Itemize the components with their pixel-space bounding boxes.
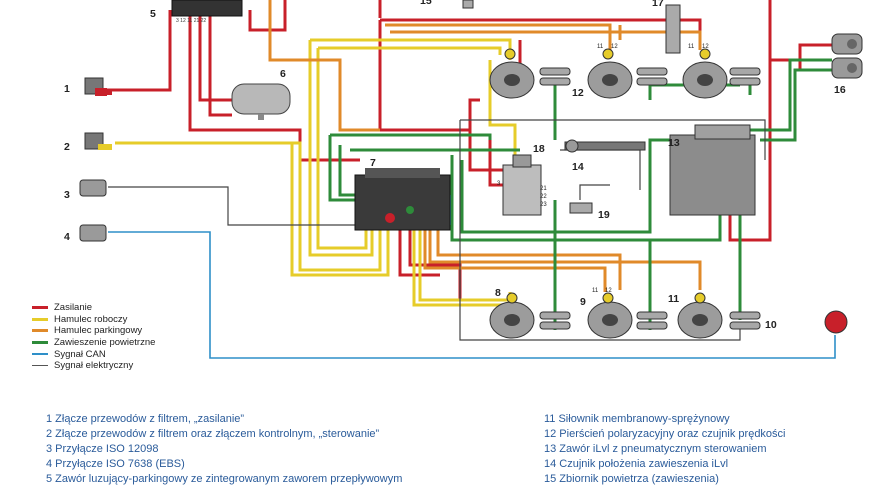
brake-drum-top-2	[587, 61, 633, 99]
caption: 11 Siłownik membranowy-sprężynowy	[544, 413, 730, 425]
park-release-valve: 3 12 11 21 22	[171, 0, 243, 24]
number-1: 1	[64, 83, 70, 95]
number-13: 13	[668, 137, 680, 149]
legend-item: Zawieszenie powietrzne	[32, 337, 155, 349]
caption: 1 Złącze przewodów z filtrem, „zasilanie…	[46, 413, 245, 425]
height-sensor	[564, 139, 646, 153]
number-2: 2	[64, 141, 70, 153]
port-21: 21	[540, 186, 547, 192]
brake-chambers	[504, 48, 711, 304]
legend-item: Sygnał CAN	[32, 348, 155, 360]
port-11a: 11	[597, 44, 604, 50]
port-11b: 11	[688, 44, 695, 50]
brake-drum-bottom-2	[587, 301, 633, 339]
number-7: 7	[370, 157, 376, 169]
captions-left: 1 Złącze przewodów z filtrem, „zasilanie…	[46, 412, 402, 487]
tank-valve-15	[462, 0, 474, 9]
port-23: 23	[540, 202, 547, 208]
ports-16	[831, 33, 863, 79]
number-8: 8	[495, 287, 501, 299]
legend-swatch	[32, 306, 48, 310]
legend-label: Hamulec parkingowy	[54, 325, 143, 337]
connector-2	[84, 132, 112, 150]
caption: 13 Zawór iLvl z pneumatycznym sterowanie…	[544, 443, 767, 455]
ebs-modulator	[354, 168, 451, 231]
port-labels: 11 12 11 12 11 12 3 21 22 23	[497, 44, 709, 294]
caption: 3 Przyłącze ISO 12098	[46, 443, 159, 455]
brake-drum-bottom-1	[489, 301, 535, 339]
parking-brake-lines	[268, 0, 702, 292]
connector-1	[84, 77, 112, 96]
legend-swatch	[32, 341, 48, 345]
relay-valve	[502, 154, 542, 216]
air-bags	[539, 67, 761, 330]
port-12a: 12	[611, 44, 618, 50]
port-11c: 11	[592, 288, 599, 294]
legend-item: Hamulec parkingowy	[32, 325, 155, 337]
small-valve-19	[569, 202, 593, 214]
legend-item: Zasilanie	[32, 302, 155, 314]
port-12c: 12	[605, 288, 612, 294]
brake-drum-top-3	[682, 61, 728, 99]
legend-label: Zawieszenie powietrzne	[54, 337, 156, 349]
legend-label: Sygnał elektryczny	[54, 360, 134, 372]
number-9: 9	[580, 296, 586, 308]
legend-swatch	[32, 353, 48, 356]
number-11: 11	[668, 293, 679, 305]
legend-label: Sygnał CAN	[54, 348, 106, 360]
legend-swatch	[32, 365, 48, 367]
legend-item: Sygnał elektryczny	[32, 360, 155, 372]
port-22: 22	[540, 194, 547, 200]
number-19: 19	[598, 209, 610, 221]
legend-label: Hamulec roboczy	[54, 313, 128, 325]
port-3: 3	[497, 181, 501, 187]
number-10: 10	[765, 319, 777, 331]
brake-drum-bottom-3	[677, 301, 723, 339]
port-12b: 12	[702, 44, 709, 50]
caption: 2 Złącze przewodów z filtrem oraz złącze…	[46, 428, 380, 440]
valve-17	[665, 4, 681, 54]
captions-right: 11 Siłownik membranowy-sprężynowy 12 Pie…	[544, 412, 786, 487]
legend: Zasilanie Hamulec roboczy Hamulec parkin…	[32, 302, 155, 372]
legend-item: Hamulec roboczy	[32, 314, 155, 326]
number-14: 14	[572, 161, 584, 173]
ilvl-valve	[669, 124, 756, 216]
end-marker	[824, 310, 848, 334]
legend-swatch	[32, 317, 48, 321]
number-16: 16	[834, 84, 846, 96]
number-3: 3	[64, 189, 70, 201]
number-17: 17	[652, 0, 664, 9]
iso12098-socket	[79, 179, 107, 197]
caption: 12 Pierścień polaryzacyjny oraz czujnik …	[544, 428, 786, 440]
caption: 4 Przyłącze ISO 7638 (EBS)	[46, 458, 185, 470]
number-6: 6	[280, 68, 286, 80]
number-4: 4	[64, 231, 70, 243]
number-12: 12	[572, 87, 584, 99]
caption: 14 Czujnik położenia zawieszenia iLvl	[544, 458, 729, 470]
number-18: 18	[533, 143, 545, 155]
number-5: 5	[150, 8, 156, 20]
legend-label: Zasilanie	[54, 302, 93, 314]
component-numbers: 1 2 3 4 5 6 7 8 9 10 11 12 13 14 15 16 1…	[64, 0, 846, 331]
legend-swatch	[32, 329, 48, 333]
brake-drum-top-1	[489, 61, 535, 99]
svg-text:3 12 11 21 22: 3 12 11 21 22	[176, 18, 206, 24]
air-tank	[231, 83, 291, 120]
iso7638-socket	[79, 224, 107, 242]
number-15: 15	[420, 0, 432, 7]
